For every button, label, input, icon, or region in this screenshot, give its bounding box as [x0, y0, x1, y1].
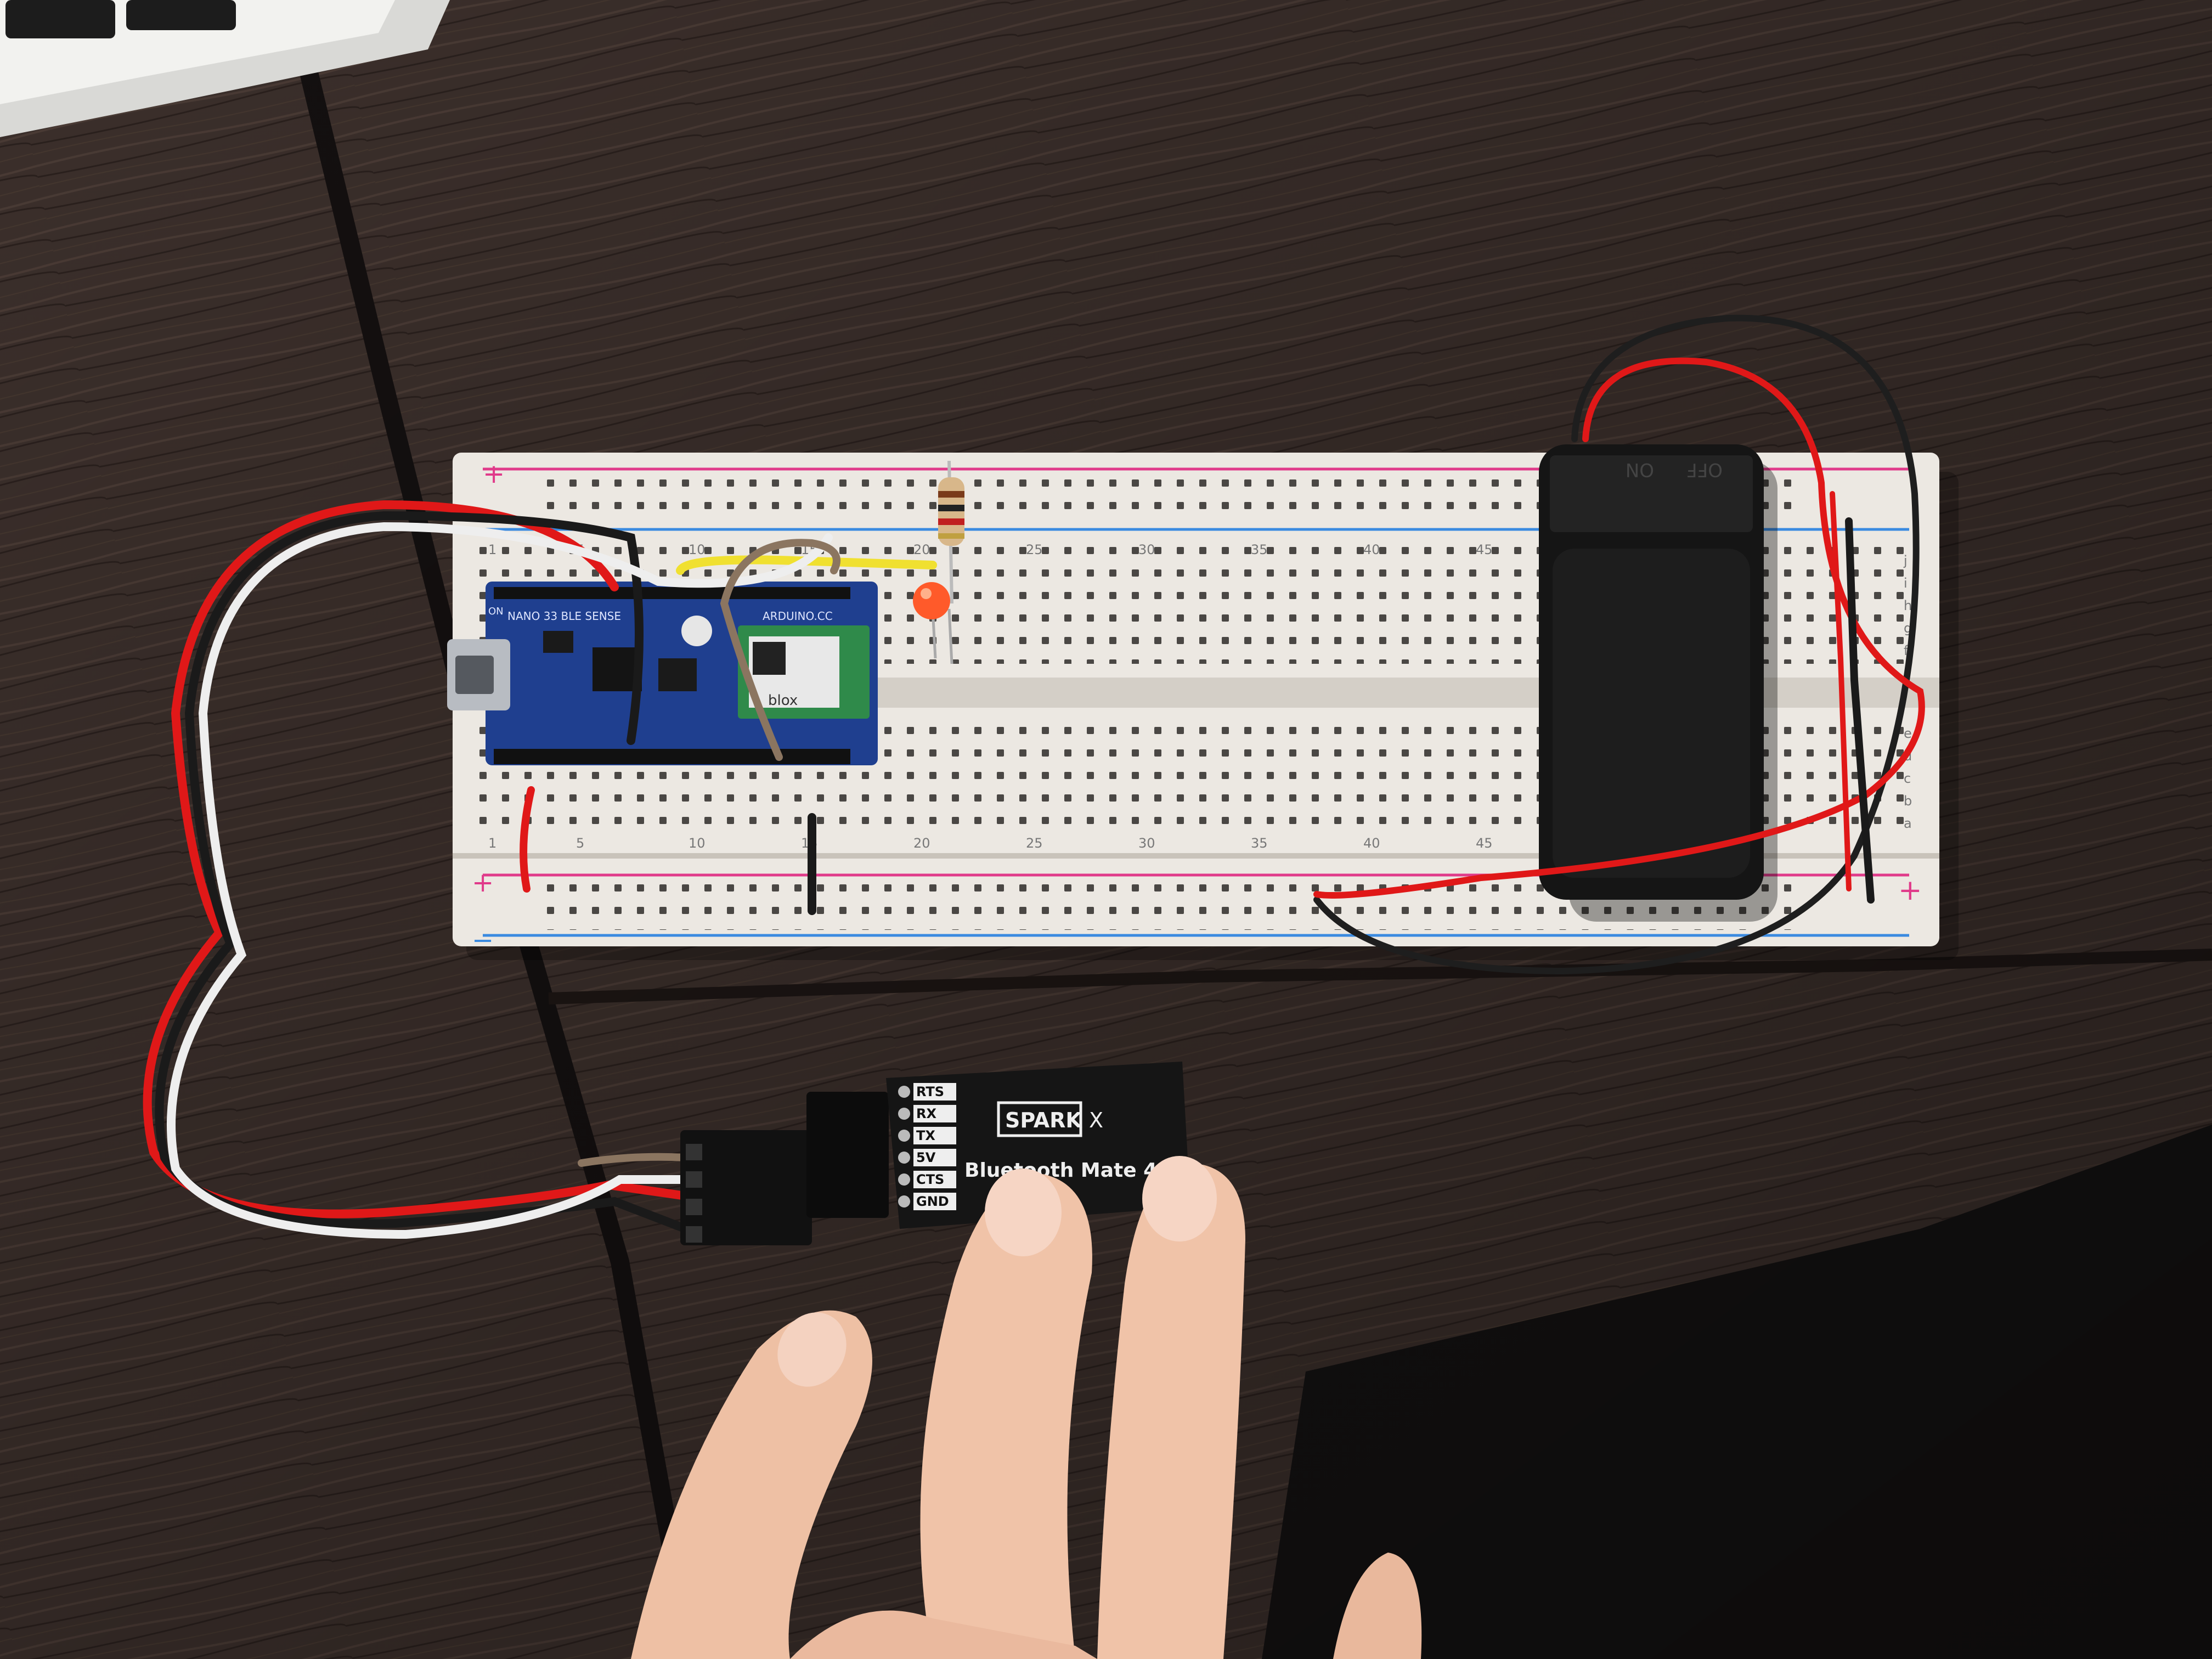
- column-number: 10: [689, 542, 706, 557]
- bt-pin-pad: [898, 1152, 910, 1164]
- bt-pin-pad: [898, 1086, 910, 1098]
- bt-pin-label-bg: [913, 1149, 956, 1166]
- column-number: 10: [689, 836, 706, 851]
- dupont-connector: [680, 1092, 889, 1245]
- wire-black-battery: [1313, 314, 1920, 975]
- bt-brand-x: X: [1089, 1108, 1103, 1132]
- row-letter: h: [1904, 598, 1912, 613]
- cable-black: [155, 511, 690, 1233]
- bt-pin-label-bg: [913, 1127, 956, 1144]
- column-number: 20: [913, 836, 930, 851]
- rail-plus-bottom-right: +: [1898, 874, 1922, 907]
- column-number: 40: [1363, 836, 1380, 851]
- column-number: 1: [488, 836, 496, 851]
- finger-thumb: [1333, 1553, 1422, 1659]
- finger-palm: [790, 1610, 1097, 1659]
- bt-pin-label: TX: [916, 1128, 935, 1143]
- bt-pin-pad: [898, 1173, 910, 1186]
- bt-pin-label-bg: [913, 1171, 956, 1188]
- battery-holder: ON OFF: [1539, 444, 1778, 922]
- chip-sensor: [658, 658, 697, 691]
- resistor: [938, 460, 964, 604]
- row-letter: e: [1904, 726, 1912, 741]
- row-letter: b: [1904, 793, 1912, 809]
- bluetooth-mate-module: SPARK X Bluetooth Mate 4.0 RTS RX TX 5V CTS G…: [886, 1062, 1190, 1229]
- column-number: 35: [1251, 542, 1268, 557]
- bt-module-body: [886, 1062, 1190, 1229]
- row-letter: f: [1904, 643, 1909, 658]
- column-number: 45: [1476, 542, 1493, 557]
- cable-white: [167, 522, 833, 1239]
- ublox-brand: blox: [768, 692, 798, 709]
- column-number: 20: [913, 542, 930, 557]
- hand: [631, 1156, 1422, 1659]
- bt-pin-label: RX: [916, 1106, 936, 1121]
- wire-yellow-jumper: [676, 555, 937, 575]
- row-letter: a: [1904, 816, 1912, 831]
- header-pins-top: [494, 587, 850, 599]
- arduino-silkscreen-site: ARDUINO.CC: [763, 610, 833, 623]
- battery-switch-on: ON: [1626, 459, 1654, 481]
- bt-pin-label-bg: [913, 1193, 956, 1210]
- row-letter: c: [1904, 771, 1911, 786]
- chip-small: [543, 631, 573, 653]
- nail-middle: [1142, 1156, 1217, 1242]
- row-letter: i: [1904, 575, 1908, 591]
- finger-ring: [631, 1310, 872, 1659]
- column-number: 25: [1026, 836, 1043, 851]
- arduino-on-label: ON: [488, 606, 504, 617]
- wire-red-rail-jumper: [1830, 491, 1852, 891]
- bt-pin-label-bg: [913, 1083, 956, 1101]
- column-number: 1: [488, 542, 496, 557]
- cable-red: [143, 500, 690, 1218]
- cable-brown: [578, 539, 840, 1167]
- bt-pin-pad: [898, 1195, 910, 1207]
- bt-brand: SPARK: [1005, 1108, 1082, 1132]
- rail-plus-bottom: +: [472, 867, 494, 898]
- bt-pin-label: GND: [916, 1194, 949, 1209]
- battery-holder-lid: [1553, 549, 1750, 878]
- column-number: 40: [1363, 542, 1380, 557]
- nail-ring: [777, 1312, 847, 1387]
- bt-pin-pad: [898, 1130, 910, 1142]
- bt-title: Bluetooth Mate 4.0: [964, 1159, 1178, 1182]
- keyboard: [0, 0, 450, 137]
- bt-pin-label: 5V: [916, 1150, 936, 1165]
- column-number: 30: [1138, 542, 1155, 557]
- bt-pin-pad: [898, 1108, 910, 1120]
- column-number: 45: [1476, 836, 1493, 851]
- bt-pin-label: RTS: [916, 1084, 944, 1099]
- led: [913, 582, 953, 664]
- nail-index: [985, 1169, 1062, 1256]
- battery-switch-off: OFF: [1686, 459, 1723, 481]
- qr-code: [753, 642, 786, 675]
- column-number: 5: [576, 836, 584, 851]
- wire-red-jumper-left: [520, 786, 535, 893]
- finger-index: [920, 1174, 1092, 1659]
- column-number: 25: [1026, 542, 1043, 557]
- row-letter: j: [1903, 553, 1908, 568]
- bt-pin-label: CTS: [916, 1172, 944, 1187]
- bt-brand-box: [997, 1101, 1082, 1137]
- rail-plus-top: +: [483, 459, 505, 489]
- arduino-nano-board: blox NANO 33 BLE SENSE ARDUINO.CC ON: [447, 582, 878, 765]
- column-number: 30: [1138, 836, 1155, 851]
- wire-red-battery: [1313, 357, 1925, 899]
- rail-minus-bottom: −: [472, 925, 494, 956]
- header-pins-bottom: [494, 749, 850, 764]
- arduino-silkscreen-name: NANO 33 BLE SENSE: [507, 610, 621, 623]
- reset-button: [681, 616, 712, 646]
- usb-port: [455, 656, 494, 694]
- battery-holder-top: [1550, 455, 1753, 532]
- bt-pin-label-bg: [913, 1105, 956, 1122]
- bt-pin-labels: RTS RX TX 5V CTS GND: [898, 1083, 956, 1210]
- column-number: 35: [1251, 836, 1268, 851]
- wire-black-rail-jumper: [1845, 517, 1875, 904]
- finger-middle: [1097, 1163, 1245, 1659]
